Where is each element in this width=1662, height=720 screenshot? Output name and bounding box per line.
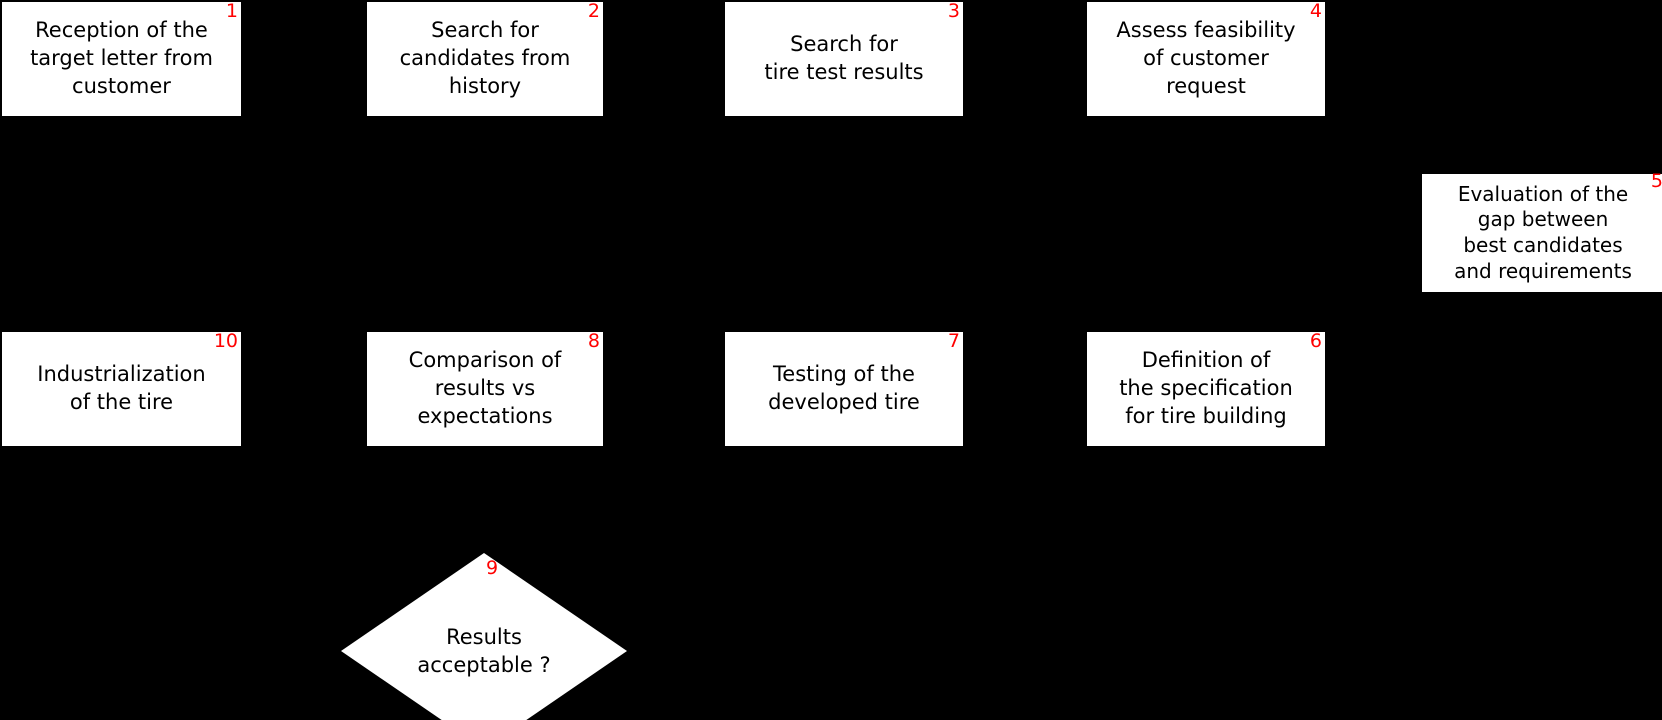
process-node-8-label: Comparison of results vs expectations [408,348,562,428]
process-node-4-label: Assess feasibility of customer request [1116,18,1296,98]
process-node-5[interactable]: Evaluation of the gap between best candi… [1420,172,1662,294]
process-node-1[interactable]: Reception of the target letter from cust… [0,0,243,118]
process-node-3-label: Search for tire test results [764,32,924,84]
process-node-2-label: Search for candidates from history [399,18,571,98]
process-node-8-number: 8 [587,330,600,352]
process-node-5-number: 5 [1650,170,1662,192]
process-node-6[interactable]: Definition of the specification for tire… [1085,330,1327,448]
decision-node-9[interactable]: Results acceptable ? 9 [341,553,627,720]
process-node-5-label: Evaluation of the gap between best candi… [1454,181,1632,283]
process-node-7-label: Testing of the developed tire [768,362,920,414]
process-node-7-number: 7 [947,330,960,352]
process-node-1-label: Reception of the target letter from cust… [30,18,213,98]
process-node-1-number: 1 [225,0,238,22]
process-node-10-number: 10 [213,330,238,352]
process-node-4[interactable]: Assess feasibility of customer request 4 [1085,0,1327,118]
decision-node-9-label: Results acceptable ? [417,625,551,678]
process-node-8[interactable]: Comparison of results vs expectations 8 [365,330,605,448]
process-node-10-label: Industrialization of the tire [37,362,206,414]
process-node-2-number: 2 [587,0,600,22]
process-node-3-number: 3 [947,0,960,22]
process-node-7[interactable]: Testing of the developed tire 7 [723,330,965,448]
process-node-6-number: 6 [1309,330,1322,352]
process-node-4-number: 4 [1309,0,1322,22]
process-node-6-label: Definition of the specification for tire… [1119,348,1293,428]
decision-node-9-number: 9 [486,557,499,579]
process-node-10[interactable]: Industrialization of the tire 10 [0,330,243,448]
process-node-3[interactable]: Search for tire test results 3 [723,0,965,118]
process-node-2[interactable]: Search for candidates from history 2 [365,0,605,118]
